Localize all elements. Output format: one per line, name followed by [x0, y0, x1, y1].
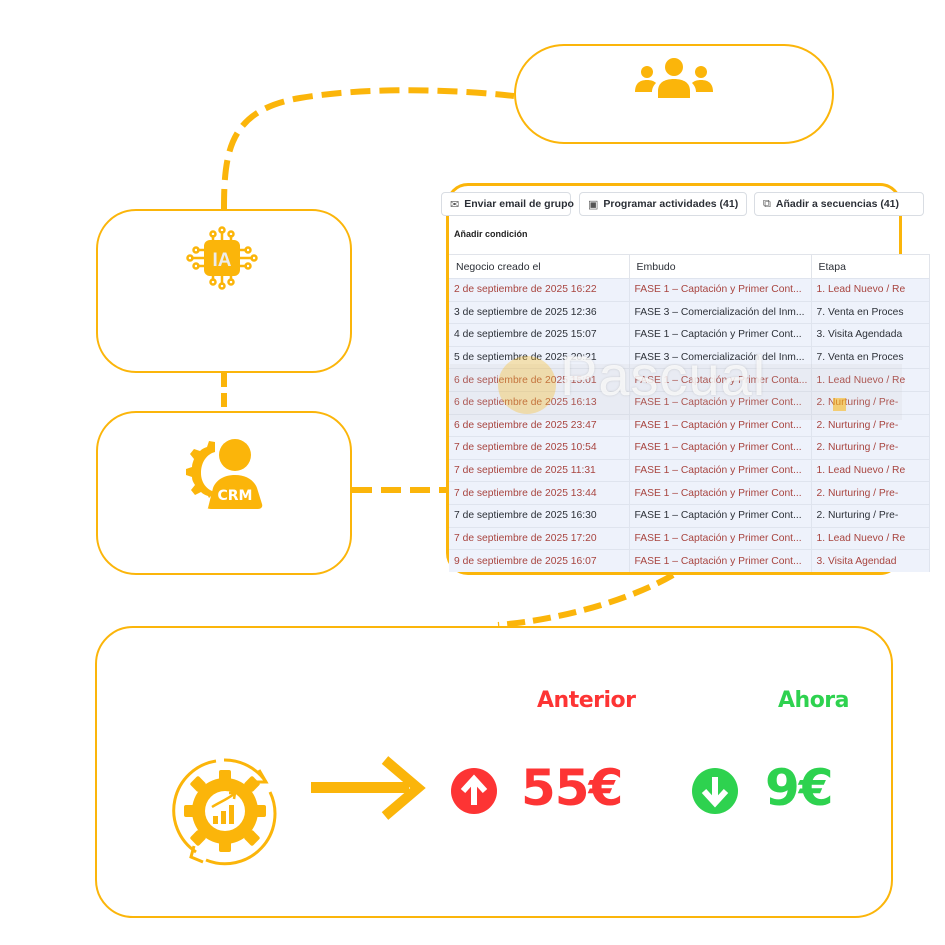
crm-icon-label: CRM — [218, 488, 253, 504]
cell-funnel: FASE 1 – Captación y Primer Conta... — [629, 368, 812, 392]
crm-deals-panel: ✉ Enviar email de grupo ▣ Programar acti… — [441, 183, 930, 575]
ai-chip-icon: IA — [186, 226, 258, 290]
cell-funnel: FASE 1 – Captación y Primer Cont... — [629, 390, 812, 415]
cell-created: 4 de septiembre de 2025 15:07 — [449, 323, 630, 347]
cell-funnel: FASE 1 – Captación y Primer Cont... — [629, 526, 812, 550]
table-header-row: Negocio creado el Embudo Etapa — [449, 254, 930, 279]
cell-created: 3 de septiembre de 2025 12:36 — [449, 300, 630, 324]
connector-table-to-result — [497, 572, 675, 628]
cell-stage: 2. Nurturing / Pre- — [811, 503, 930, 528]
cell-created: 5 de septiembre de 2025 20:21 — [449, 345, 630, 369]
watermark-logo-icon — [498, 356, 556, 414]
cell-stage: 2. Nurturing / Pre- — [811, 413, 930, 437]
column-header-funnel[interactable]: Embudo — [629, 254, 812, 279]
column-header-stage[interactable]: Etapa — [811, 254, 930, 279]
calendar-icon: ▣ — [588, 198, 599, 211]
cell-funnel: FASE 1 – Captación y Primer Cont... — [629, 278, 812, 302]
cell-funnel: FASE 1 – Captación y Primer Cont... — [629, 458, 812, 482]
ia-icon-label: IA — [213, 250, 232, 271]
sequence-icon: ⧉ — [763, 197, 771, 210]
email-icon: ✉ — [450, 198, 460, 211]
right-arrow-icon — [309, 756, 426, 820]
arrow-up-circle-icon — [450, 767, 498, 815]
cell-created: 7 de septiembre de 2025 10:54 — [449, 436, 630, 460]
add-condition-link[interactable]: Añadir condición — [454, 229, 528, 239]
send-group-email-button[interactable]: ✉ Enviar email de grupo — [441, 192, 574, 216]
before-price: 55€ — [521, 759, 623, 817]
watermark-dot — [833, 398, 846, 411]
cell-created: 9 de septiembre de 2025 16:07 — [449, 549, 630, 573]
watermark-band — [450, 364, 902, 420]
cell-stage: 2. Nurturing / Pre- — [811, 481, 930, 505]
schedule-activities-label: Programar actividades (41) — [603, 198, 739, 210]
cell-funnel: FASE 1 – Captación y Primer Cont... — [629, 413, 812, 437]
cell-created: 6 de septiembre de 2025 15:01 — [449, 368, 630, 392]
cell-funnel: FASE 1 – Captación y Primer Cont... — [629, 436, 812, 460]
arrow-down-circle-icon — [691, 767, 739, 815]
cell-stage: 3. Visita Agendad — [811, 549, 930, 573]
column-header-created[interactable]: Negocio creado el — [449, 254, 630, 279]
cell-created: 7 de septiembre de 2025 17:20 — [449, 526, 630, 550]
deals-table: Negocio creado el Embudo Etapa 2 de sept… — [449, 254, 930, 573]
schedule-activities-button[interactable]: ▣ Programar actividades (41) — [579, 192, 747, 216]
cell-funnel: FASE 3 – Comercialización del Inm... — [629, 300, 812, 324]
cell-stage: 1. Lead Nuevo / Re — [811, 458, 930, 482]
cell-funnel: FASE 1 – Captación y Primer Cont... — [629, 503, 812, 528]
process-gear-chart-icon — [166, 752, 284, 870]
add-to-sequences-label: Añadir a secuencias (41) — [775, 198, 899, 210]
cell-created: 2 de septiembre de 2025 16:22 — [449, 278, 630, 302]
crm-user-gear-icon: CRM — [185, 438, 265, 510]
cell-stage: 1. Lead Nuevo / Re — [811, 526, 930, 550]
cell-created: 7 de septiembre de 2025 13:44 — [449, 481, 630, 505]
cell-funnel: FASE 3 – Comercialización del Inm... — [629, 345, 812, 369]
cell-stage: 1. Lead Nuevo / Re — [811, 368, 930, 392]
cell-created: 6 de septiembre de 2025 23:47 — [449, 413, 630, 437]
now-label: Ahora — [778, 688, 850, 713]
cell-stage: 2. Nurturing / Pre- — [811, 436, 930, 460]
ia-node — [96, 209, 352, 373]
cell-created: 6 de septiembre de 2025 16:13 — [449, 390, 630, 415]
send-group-email-label: Enviar email de grupo — [464, 198, 574, 210]
cell-funnel: FASE 1 – Captación y Primer Cont... — [629, 323, 812, 347]
cell-stage: 7. Venta en Proces — [811, 345, 930, 369]
now-price: 9€ — [765, 759, 834, 817]
cell-funnel: FASE 1 – Captación y Primer Cont... — [629, 549, 812, 573]
cell-funnel: FASE 1 – Captación y Primer Cont... — [629, 481, 812, 505]
cell-created: 7 de septiembre de 2025 11:31 — [449, 458, 630, 482]
before-label: Anterior — [537, 688, 636, 713]
cell-stage: 7. Venta en Proces — [811, 300, 930, 324]
cell-created: 7 de septiembre de 2025 16:30 — [449, 503, 630, 528]
add-to-sequences-button[interactable]: ⧉ Añadir a secuencias (41) — [754, 192, 924, 216]
cell-stage: 3. Visita Agendada — [811, 323, 930, 347]
team-icon — [635, 58, 713, 100]
cell-stage: 1. Lead Nuevo / Re — [811, 278, 930, 302]
